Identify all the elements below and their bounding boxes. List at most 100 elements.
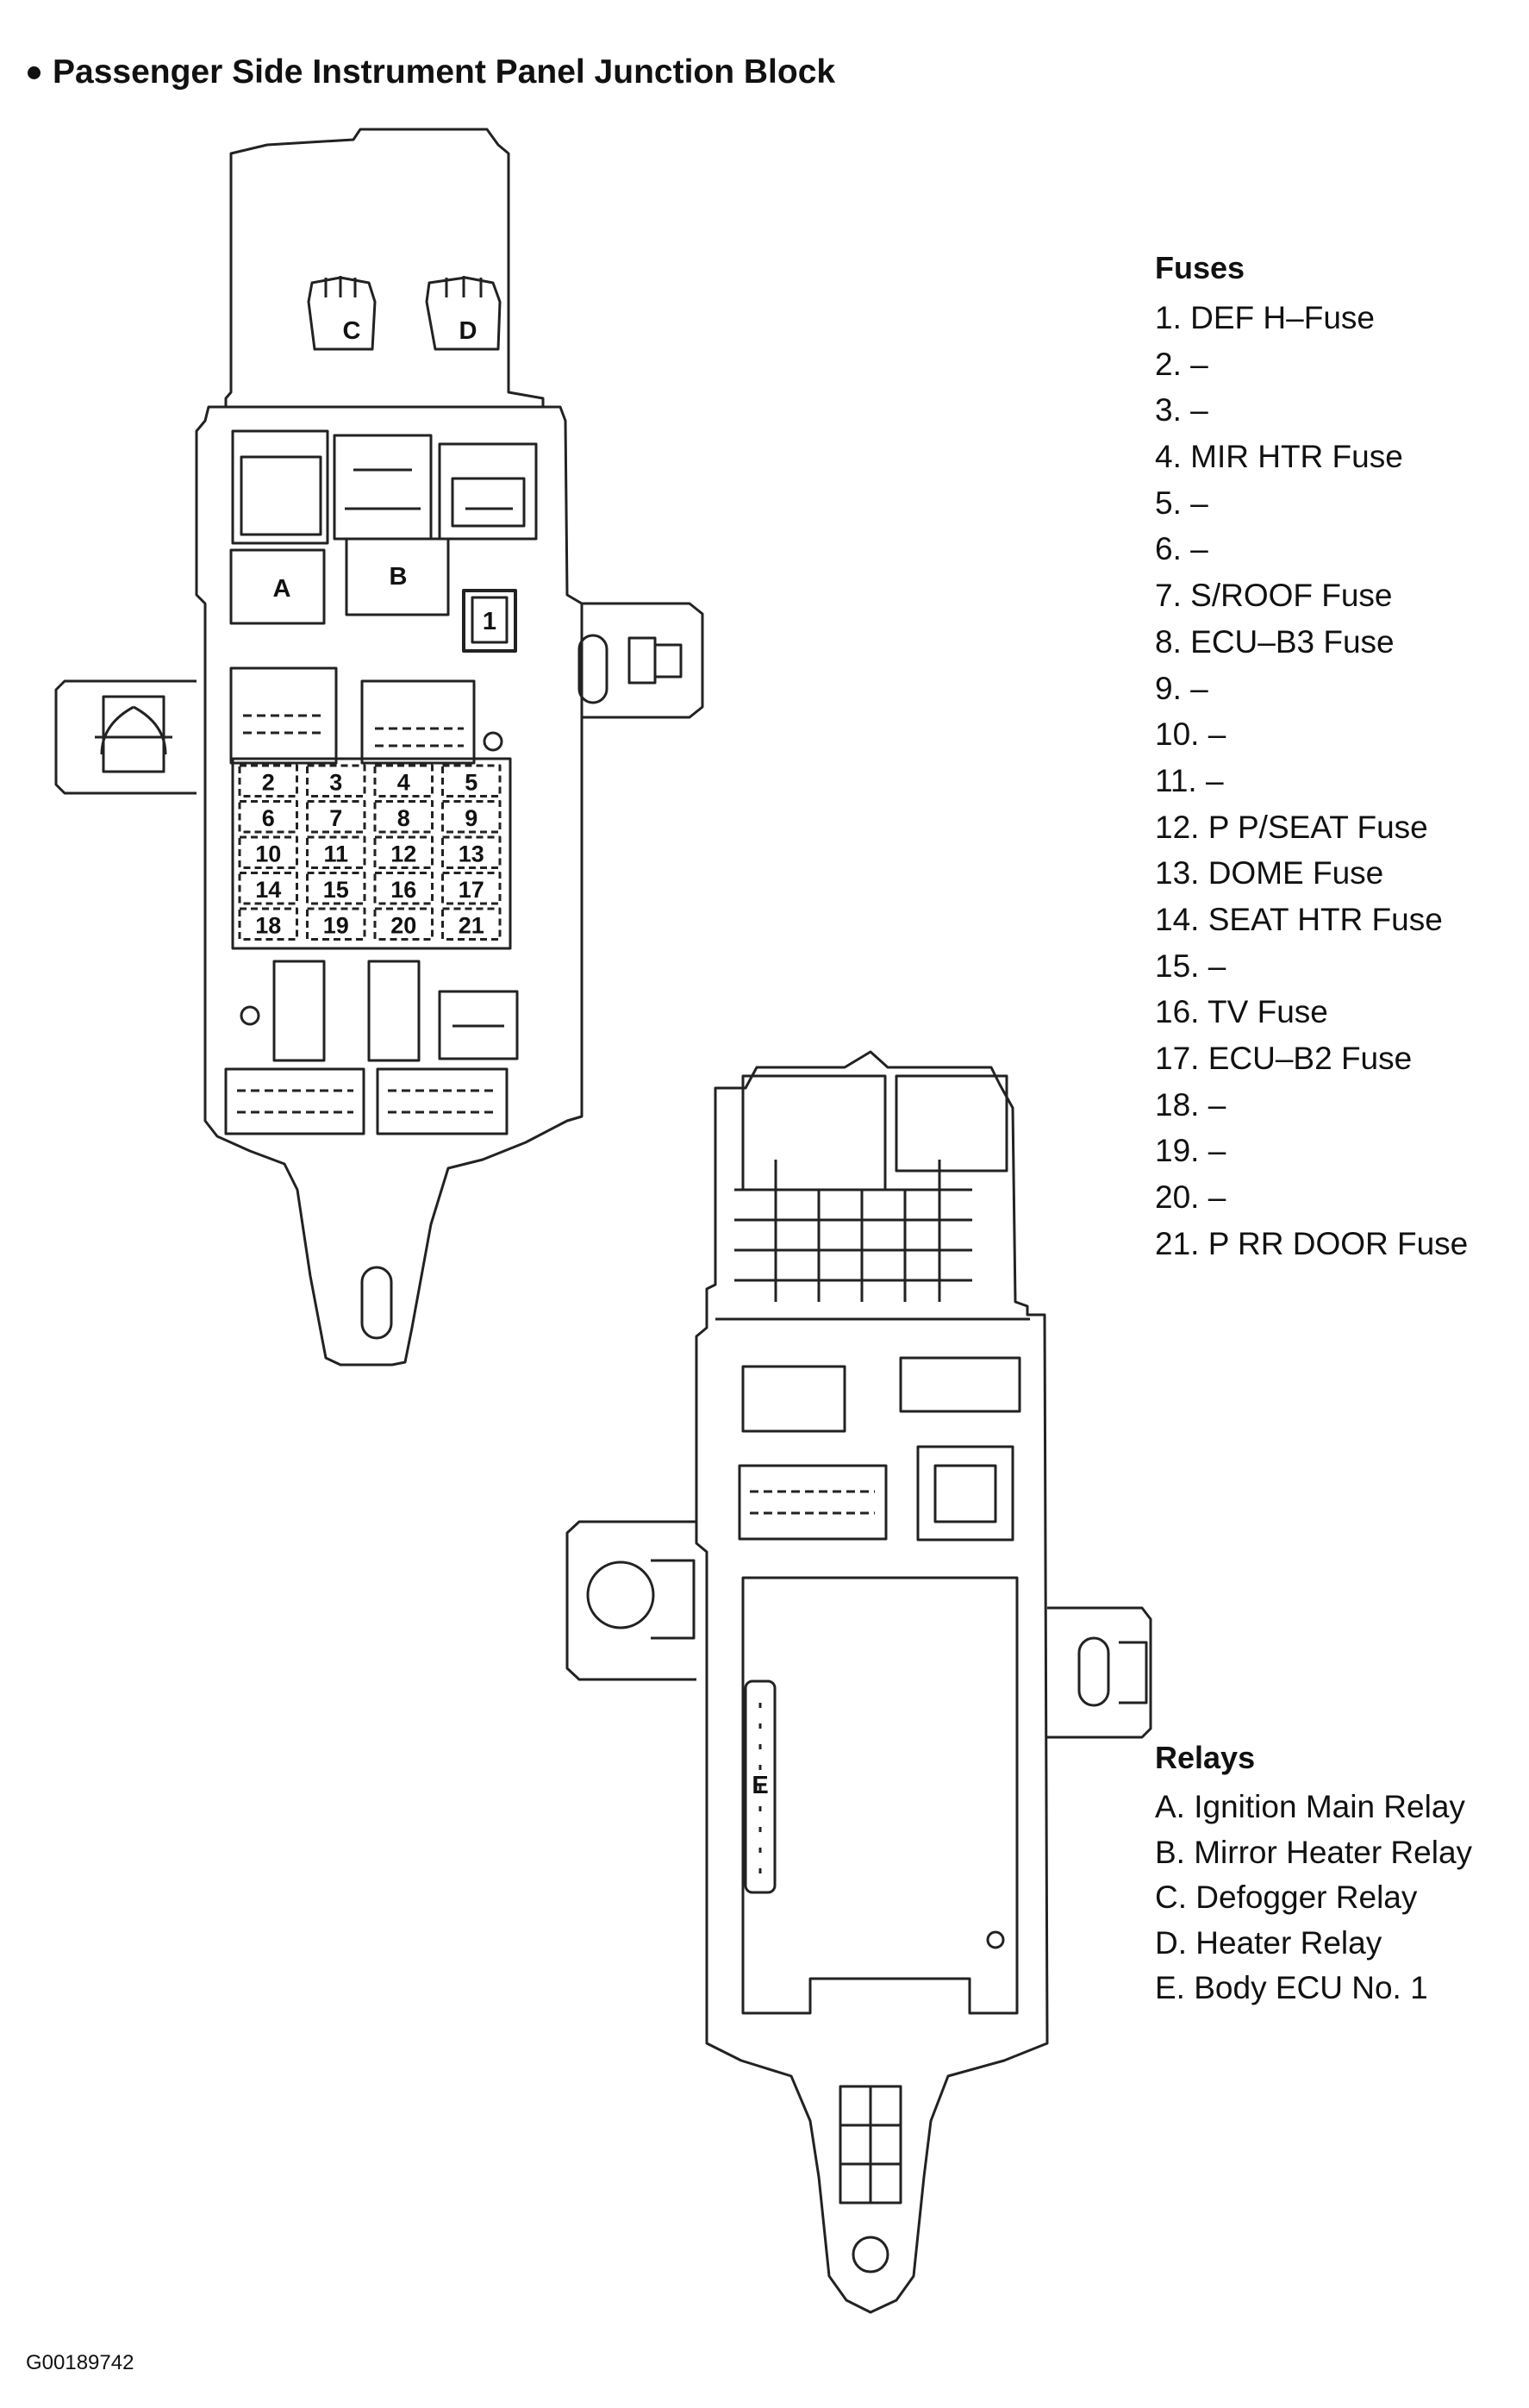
fuse-slot — [306, 764, 366, 797]
relay-legend-item: B. Mirror Heater Relay — [1155, 1834, 1473, 1870]
back-left-bracket-clip — [651, 1559, 696, 1640]
fuse-grid-frame — [231, 757, 512, 950]
back-right-bracket — [1047, 1606, 1152, 1739]
fuse-slot-label: 12 — [390, 841, 416, 867]
back-connector-4-inner — [933, 1464, 997, 1523]
diagram-labels: C D A B 1 E — [273, 317, 769, 1799]
relay-legend-item: E. Body ECU No. 1 — [1155, 1970, 1428, 2005]
fuse-slot — [441, 872, 502, 905]
fuse-slot-label: 13 — [459, 841, 484, 867]
connector-bottom-left — [224, 1067, 365, 1135]
front-right-bracket-clip — [627, 636, 683, 685]
fuse-slot-label: 10 — [255, 841, 281, 867]
fuse-slot — [306, 907, 366, 941]
fuse-legend-item: 10. – — [1155, 716, 1226, 753]
fuse-slot-label: 19 — [323, 913, 349, 939]
fuse-slot — [238, 907, 298, 941]
fuse-slot — [238, 800, 298, 834]
back-mount-hole — [986, 1930, 1005, 1949]
relay-a-label: A — [273, 575, 291, 603]
connector-mid-left-pins — [243, 714, 326, 735]
fuse-slot-label: 9 — [465, 805, 477, 831]
back-view-block — [565, 1050, 1152, 2314]
body-ecu-e — [744, 1679, 777, 1894]
document-id: G00189742 — [26, 2351, 134, 2374]
fuse-slot — [238, 872, 298, 905]
relay-a-upper-socket — [240, 455, 322, 536]
fuse-legend-item: 20. – — [1155, 1179, 1226, 1216]
fuse-legend-item: 8. ECU–B3 Fuse — [1155, 623, 1395, 660]
front-left-bracket-slot — [95, 705, 172, 755]
connector-bottom-right — [376, 1067, 509, 1135]
lower-slot-left — [272, 960, 326, 1062]
fuse-slot — [306, 872, 366, 905]
connector-mid-right — [360, 679, 476, 765]
connector-mid-right-pins — [375, 727, 464, 747]
relay-list: A. Ignition Main Relay B. Mirror Heater R… — [1155, 1785, 1472, 2011]
back-right-bracket-slot — [1077, 1636, 1110, 1707]
page-title-text: Passenger Side Instrument Panel Junction… — [53, 53, 836, 91]
relay-b-label: B — [390, 563, 408, 591]
back-connector-3-pins — [750, 1490, 875, 1515]
connector-mid-left — [229, 666, 338, 765]
fuse-slot — [441, 907, 502, 941]
fuse-slot — [306, 835, 366, 869]
fuse-legend-item: 1. DEF H–Fuse — [1155, 300, 1375, 335]
connector-top-3 — [438, 442, 538, 541]
fuse-slot-label: 20 — [390, 913, 416, 939]
fuse-slot — [373, 872, 434, 905]
relay-c-label: C — [343, 317, 361, 345]
back-left-bracket — [565, 1520, 696, 1681]
fuse-slot — [238, 764, 298, 797]
connector-bottom-left-pins — [237, 1089, 353, 1114]
fuse-legend-item: 11. – — [1155, 762, 1224, 798]
fuse-legend-item: 17. ECU–B2 Fuse — [1155, 1041, 1413, 1076]
fuse-slot — [373, 800, 434, 834]
back-left-bracket-ring — [586, 1561, 655, 1629]
fuse-legend-item: 5. – — [1155, 485, 1208, 521]
fuse-legend-item: 2. – — [1155, 346, 1208, 382]
page-title: Passenger Side Instrument Panel Junction… — [28, 53, 835, 91]
relay-c — [307, 276, 377, 351]
relay-d-label: D — [459, 317, 477, 345]
fuse-slot-label: 6 — [262, 805, 275, 831]
relays-heading: Relays — [1155, 1740, 1256, 1775]
fuse-slot-label: 3 — [329, 770, 342, 796]
relay-legend-item: C. Defogger Relay — [1155, 1879, 1418, 1915]
front-tail-slot — [360, 1266, 393, 1340]
relay-e-label: E — [752, 1772, 768, 1799]
fuse-1-inner — [471, 596, 509, 644]
fuse-slot — [441, 800, 502, 834]
fuse-slot — [306, 800, 366, 834]
fuse-slot-label: 2 — [262, 770, 275, 796]
back-main-housing — [695, 1050, 1049, 2314]
fuse-slot-label: 5 — [465, 770, 477, 796]
fuse-slot — [441, 835, 502, 869]
back-top-grid — [734, 1074, 1008, 1302]
front-upper-housing — [224, 128, 545, 409]
connector-top-2 — [333, 434, 433, 541]
relay-legend-item: A. Ignition Main Relay — [1155, 1789, 1465, 1824]
fuse-slot-label: 15 — [323, 877, 349, 903]
relay-d — [425, 276, 502, 351]
front-main-housing — [195, 405, 584, 1367]
fuse-slot — [441, 764, 502, 797]
fuse-slot — [373, 764, 434, 797]
connector-top-1 — [231, 429, 329, 545]
fuse-legend-item: 19. – — [1155, 1133, 1226, 1169]
lower-slot-right — [367, 960, 421, 1062]
back-connector-3 — [738, 1464, 888, 1541]
fuse-legend-item: 16. TV Fuse — [1155, 994, 1328, 1030]
back-inner-panel — [741, 1576, 1019, 2015]
relay-a — [229, 548, 326, 625]
fuse-legend-item: 13. DOME Fuse — [1155, 855, 1384, 891]
front-right-bracket — [582, 602, 704, 719]
relays-legend: Relays A. Ignition Main Relay B. Mirror H… — [1155, 1740, 1472, 2011]
fuse-slot — [373, 907, 434, 941]
fuse-legend-item: 18. – — [1155, 1086, 1226, 1123]
fuse-slot — [373, 835, 434, 869]
